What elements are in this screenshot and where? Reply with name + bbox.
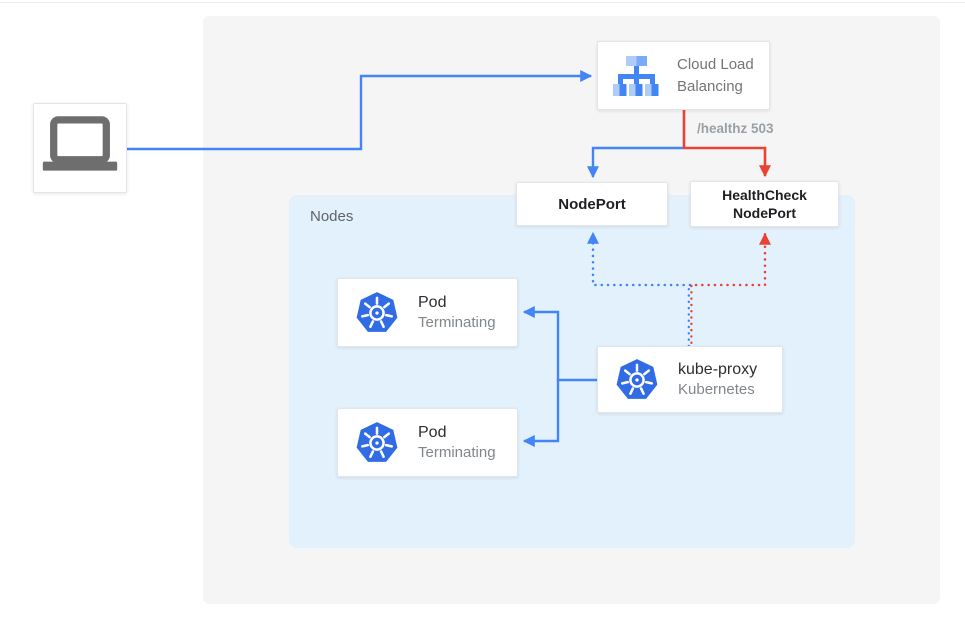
- kube-proxy-labels: kube-proxy Kubernetes: [678, 361, 757, 398]
- kube-proxy-node: kube-proxy Kubernetes: [597, 346, 783, 413]
- pod-1-labels: Pod Terminating: [418, 294, 496, 331]
- pod-terminating-node-2: Pod Terminating: [337, 408, 518, 477]
- laptop-icon: [42, 116, 118, 171]
- nodes-group-label: Nodes: [310, 208, 354, 225]
- pod-1-status: Terminating: [418, 314, 496, 331]
- pod-2-title: Pod: [418, 424, 447, 441]
- cloud-load-balancing-node: Cloud Load Balancing: [597, 41, 770, 110]
- nodeport-label: NodePort: [558, 195, 626, 213]
- pod-2-status: Terminating: [418, 444, 496, 461]
- nodeport-node: NodePort: [516, 182, 668, 226]
- kube-proxy-subtitle: Kubernetes: [678, 381, 755, 398]
- load-balancer-icon: [613, 55, 659, 96]
- client-node: [33, 103, 127, 193]
- cloud-load-balancing-label: Cloud Load Balancing: [677, 54, 754, 98]
- kube-proxy-title: kube-proxy: [678, 361, 758, 378]
- healthcheck-nodeport-node: HealthCheck NodePort: [690, 181, 839, 227]
- clb-label-line2: Balancing: [677, 77, 743, 95]
- clb-label-line1: Cloud Load: [677, 55, 754, 73]
- kubernetes-icon: [356, 291, 398, 332]
- healthz-edge-label: /healthz 503: [697, 121, 774, 136]
- kubernetes-icon: [356, 421, 398, 462]
- pod-2-labels: Pod Terminating: [418, 424, 496, 461]
- pod-1-title: Pod: [418, 294, 447, 311]
- top-divider: [0, 2, 965, 3]
- healthcheck-nodeport-line2: NodePort: [733, 205, 796, 221]
- kubernetes-icon: [616, 358, 658, 399]
- healthcheck-nodeport-line1: HealthCheck: [722, 186, 807, 203]
- pod-terminating-node-1: Pod Terminating: [337, 278, 518, 347]
